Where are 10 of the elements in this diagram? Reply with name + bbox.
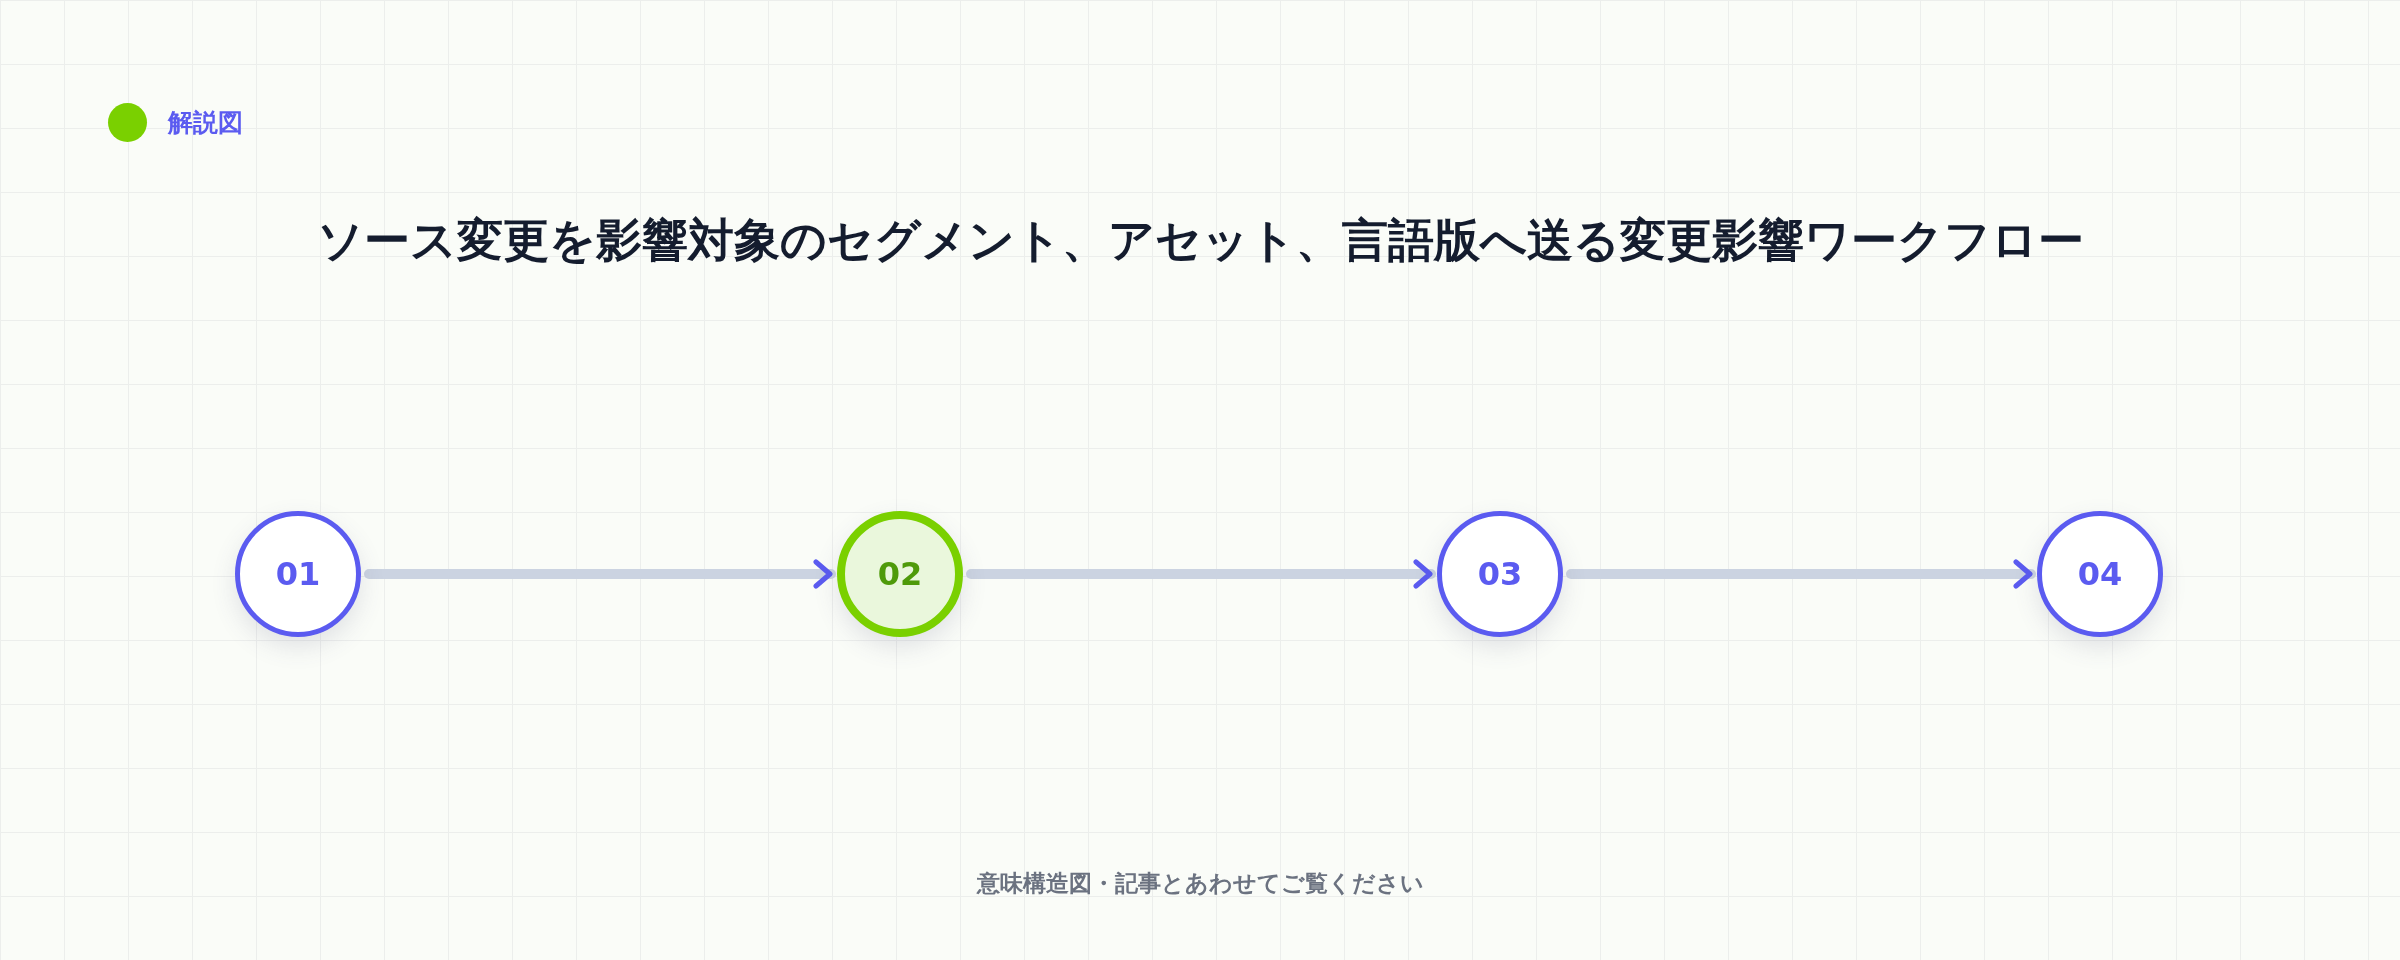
arrow [966, 559, 1436, 589]
step-circle: 03 [1437, 511, 1563, 637]
header-label: 解説図 [168, 107, 243, 139]
step-circle: 04 [2037, 511, 2163, 637]
step-circle: 01 [235, 511, 361, 637]
title: ソース変更を影響対象のセグメント、アセット、言語版へ送る変更影響ワークフロー [315, 212, 2085, 269]
arrow [364, 559, 836, 589]
caption: 意味構造図・記事とあわせてご覧ください [975, 869, 1425, 898]
arrow [1566, 559, 2036, 589]
step-circle: 02 [837, 511, 963, 637]
